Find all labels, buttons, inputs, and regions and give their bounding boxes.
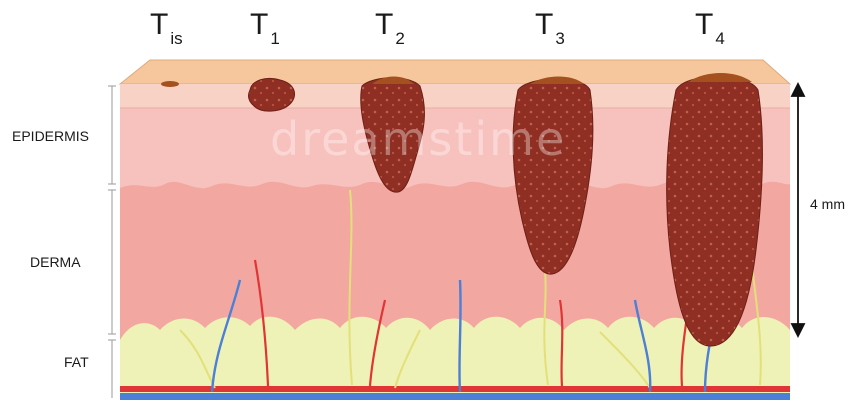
depth-label: 4 mm bbox=[810, 196, 845, 212]
label-derma: DERMA bbox=[30, 254, 81, 270]
watermark: dreamstime bbox=[270, 112, 566, 166]
tumor-t1 bbox=[249, 78, 295, 111]
depth-arrow bbox=[792, 84, 804, 336]
tumor-tis bbox=[161, 81, 179, 87]
label-epidermis: EPIDERMIS bbox=[12, 128, 89, 144]
layer-brackets bbox=[108, 86, 116, 398]
vein-band bbox=[120, 393, 790, 400]
artery-band bbox=[120, 386, 790, 392]
label-fat: FAT bbox=[64, 354, 89, 370]
